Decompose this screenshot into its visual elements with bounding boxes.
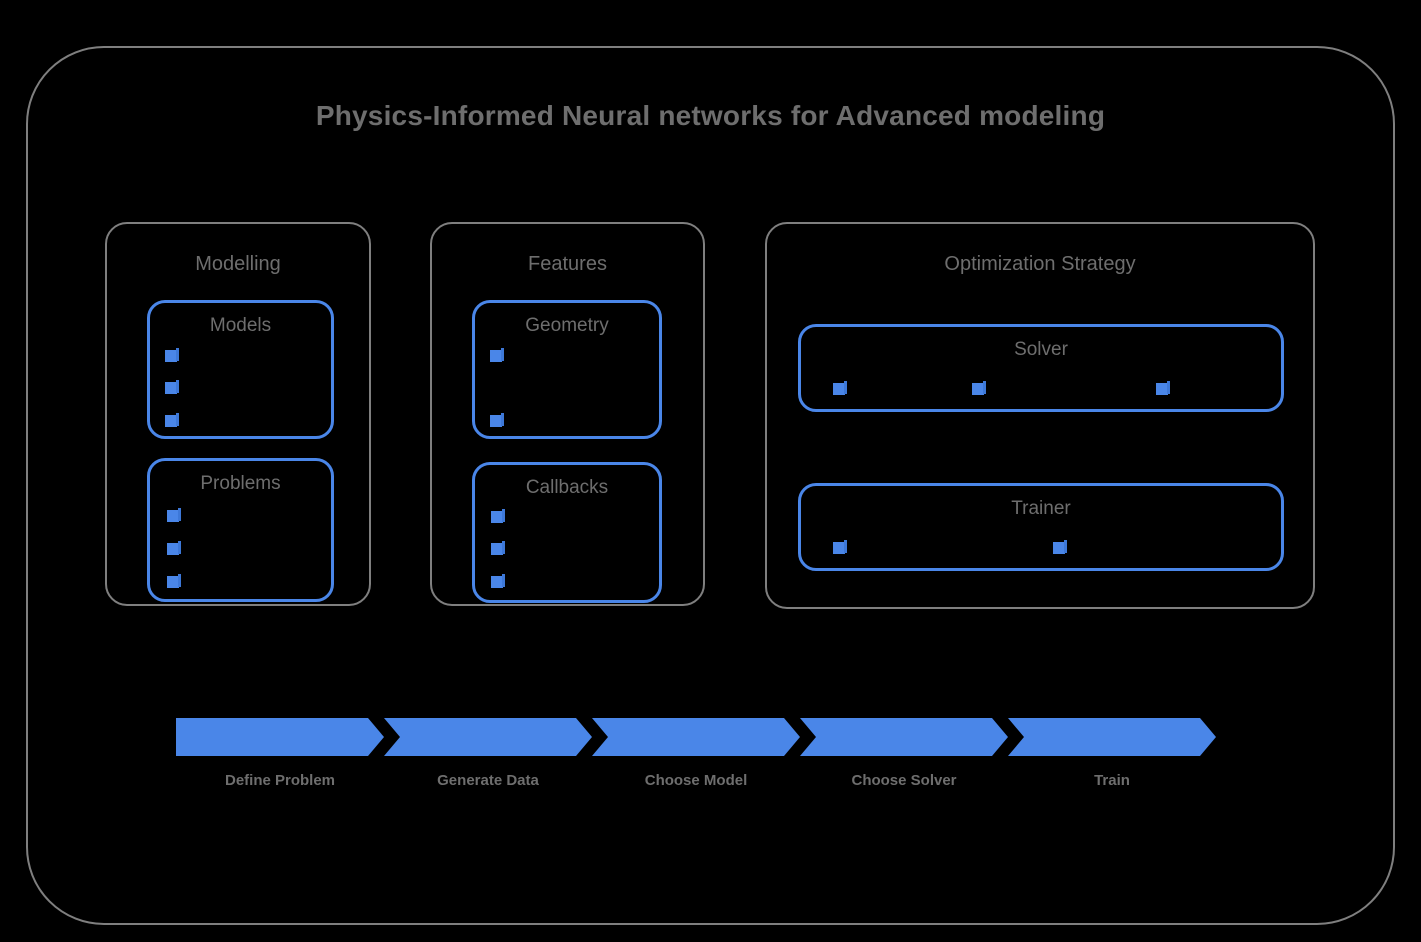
- process-flow: [176, 718, 1216, 756]
- flow-arrow-1[interactable]: [176, 718, 384, 756]
- flow-arrow-4[interactable]: [800, 718, 1008, 756]
- outer-frame: [26, 46, 1395, 925]
- sub-box-title-problems: Problems: [200, 473, 281, 494]
- cube-bullet-icon: [1053, 539, 1067, 554]
- cube-bullet-icon: [491, 540, 505, 555]
- sub-box-callbacks[interactable]: Callbacks: [472, 462, 662, 603]
- flow-arrow-2[interactable]: [384, 718, 592, 756]
- group-title-modelling: Modelling: [195, 253, 281, 275]
- sub-box-trainer[interactable]: Trainer: [798, 483, 1284, 571]
- cube-bullet-icon: [165, 347, 179, 362]
- page-title: Physics-Informed Neural networks for Adv…: [315, 100, 1106, 131]
- cube-bullet-icon: [165, 412, 179, 427]
- cube-bullet-icon: [1156, 380, 1170, 395]
- cube-bullet-icon: [491, 573, 505, 588]
- sub-box-title-callbacks: Callbacks: [525, 477, 609, 498]
- cube-bullet-icon: [490, 412, 504, 427]
- flow-step-label-4: Choose Solver: [851, 772, 957, 789]
- flow-step-label-5: Train: [1094, 772, 1130, 789]
- group-panel-modelling: Modelling: [105, 222, 371, 606]
- cube-bullet-icon: [972, 380, 986, 395]
- group-panel-optimization: Optimization Strategy: [765, 222, 1315, 609]
- sub-box-title-geometry: Geometry: [525, 315, 609, 336]
- cube-bullet-icon: [490, 347, 504, 362]
- group-title-features: Features: [528, 253, 607, 275]
- cube-bullet-icon: [167, 573, 181, 588]
- cube-bullet-icon: [167, 540, 181, 555]
- flow-arrow-3[interactable]: [592, 718, 800, 756]
- sub-box-title-trainer: Trainer: [1011, 498, 1071, 519]
- sub-box-geometry[interactable]: Geometry: [472, 300, 662, 439]
- sub-box-title-solver: Solver: [1014, 339, 1068, 360]
- sub-box-problems[interactable]: Problems: [147, 458, 334, 602]
- cube-bullet-icon: [833, 539, 847, 554]
- cube-bullet-icon: [833, 380, 847, 395]
- sub-box-models[interactable]: Models: [147, 300, 334, 439]
- group-title-optimization: Optimization Strategy: [944, 253, 1136, 275]
- flow-step-label-1: Define Problem: [224, 772, 336, 789]
- cube-bullet-icon: [491, 508, 505, 523]
- cube-bullet-icon: [165, 379, 179, 394]
- cube-bullet-icon: [167, 507, 181, 522]
- sub-box-solver[interactable]: Solver: [798, 324, 1284, 412]
- flow-step-label-3: Choose Model: [644, 772, 748, 789]
- flow-step-label-2: Generate Data: [437, 772, 539, 789]
- flow-arrow-5[interactable]: [1008, 718, 1216, 756]
- sub-box-title-models: Models: [209, 315, 272, 336]
- group-panel-features: Features: [430, 222, 705, 606]
